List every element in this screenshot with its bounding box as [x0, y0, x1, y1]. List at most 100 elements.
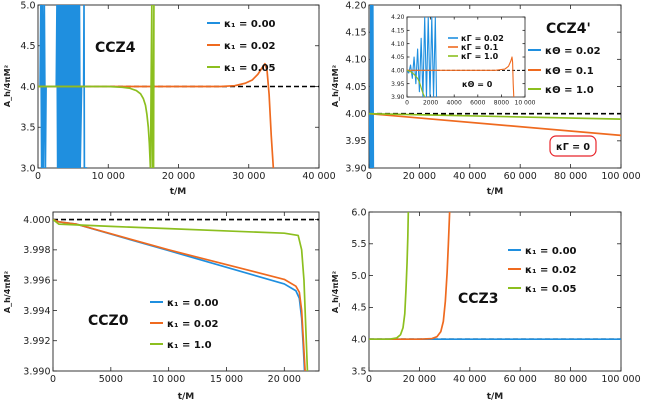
x-tick-label: 40 000: [302, 171, 335, 182]
legend-label: κ₁ = 0.00: [224, 19, 276, 30]
y-tick-label: 4.5: [351, 303, 366, 314]
x-tick-label: 10 000: [515, 100, 536, 107]
x-tick-label: 0: [405, 100, 409, 107]
x-tick-label: 8000: [494, 100, 509, 107]
y-tick-label: 6.0: [351, 207, 366, 218]
x-tick-label: 0: [50, 374, 56, 385]
legend: κΘ = 0.02 κΘ = 0.1 κΘ = 1.0: [528, 46, 601, 96]
series-lines: [369, 212, 621, 341]
legend-label: κ₁ = 0.05: [224, 63, 276, 74]
y-tick-label: 4.10: [391, 41, 405, 48]
x-axis-label: t/M: [178, 392, 195, 402]
legend-label: κΘ = 1.0: [545, 85, 594, 96]
series-lines: [369, 5, 621, 168]
y-tick-label: 3.90: [345, 163, 366, 174]
x-tick-label: 20 000: [403, 171, 436, 182]
y-tick-label: 3.998: [23, 245, 50, 256]
inset-y-ticks: 3.903.954.004.054.104.154.20: [391, 14, 525, 101]
series-lines: [53, 218, 309, 371]
annotation-box: [549, 135, 597, 157]
y-axis-label: A_h/4πM²: [3, 64, 12, 107]
y-tick-label: 3.992: [23, 336, 50, 347]
y-axis-label: A_h/4πM²: [331, 270, 340, 313]
x-tick-label: 100 000: [601, 374, 640, 385]
x-tick-label: 10 000: [152, 374, 185, 385]
y-tick-label: 5.0: [351, 271, 366, 282]
y-tick-label: 4.10: [345, 55, 366, 66]
y-ticks: 3.990 3.992 3.994 3.996 3.998 4.000: [23, 215, 319, 377]
y-tick-label: 4.00: [345, 109, 366, 120]
x-tick-label: 30 000: [232, 171, 265, 182]
series-line: [369, 112, 621, 120]
y-tick-label: 4.15: [391, 27, 405, 34]
x-tick-label: 0: [35, 171, 41, 182]
plot-frame: [52, 211, 320, 372]
y-ticks: 3.5 4.0 4.5 5.0 5.5 6.0: [351, 207, 621, 377]
legend-label: κ₁ = 0.02: [525, 265, 577, 276]
y-tick-label: 5.5: [351, 239, 366, 250]
x-tick-label: 80 000: [554, 374, 587, 385]
y-tick-label: 4.20: [391, 14, 405, 21]
y-tick-label: 4.00: [391, 67, 405, 74]
y-tick-label: 4.05: [391, 54, 405, 61]
x-tick-label: 100 000: [601, 171, 640, 182]
series-lines: [38, 5, 275, 168]
panel-ccz4: 3.0 3.5 4.0 4.5 5.0 0 10 000 20 000 30 000 40 00…: [3, 0, 336, 197]
x-tick-label: 6000: [470, 100, 485, 107]
chart-title: CCZ3: [458, 291, 498, 307]
legend-label: κ₁ = 0.00: [167, 298, 219, 309]
legend-label: κ₁ = 1.0: [167, 340, 212, 351]
y-tick-label: 4.000: [23, 215, 50, 226]
y-tick-label: 3.95: [391, 81, 405, 88]
y-tick-label: 4.0: [20, 82, 35, 93]
y-tick-label: 3.0: [20, 163, 35, 174]
y-axis-label: A_h/4πM²: [3, 270, 12, 313]
x-tick-label: 20 000: [268, 374, 301, 385]
inset-legend: κΓ = 0.02 κΓ = 0.1 κΓ = 1.0: [448, 34, 504, 61]
y-tick-label: 3.5: [351, 366, 366, 377]
series-line: [38, 5, 155, 168]
y-tick-label: 3.996: [23, 275, 50, 286]
legend-label: κ₁ = 0.02: [224, 41, 276, 52]
legend-label: κ₁ = 0.05: [525, 284, 577, 295]
series-line: [38, 62, 275, 168]
series-line: [369, 5, 375, 168]
x-tick-label: 5000: [99, 374, 123, 385]
x-tick-label: 80 000: [554, 171, 587, 182]
legend-label: κ₁ = 0.02: [167, 319, 219, 330]
inset-annotation: κΘ = 0: [462, 80, 493, 89]
x-tick-label: 60 000: [504, 171, 537, 182]
inset-series-lines: [407, 17, 515, 97]
series-line: [53, 218, 309, 371]
y-tick-label: 4.0: [351, 335, 366, 346]
y-tick-label: 3.95: [345, 136, 366, 147]
series-line: [369, 212, 410, 341]
y-tick-label: 3.990: [23, 366, 50, 377]
series-line: [369, 212, 451, 341]
legend: κ₁ = 0.00 κ₁ = 0.02 κ₁ = 1.0: [150, 298, 219, 351]
y-tick-label: 4.20: [345, 0, 366, 11]
x-tick-label: 10 000: [92, 171, 125, 182]
y-tick-label: 5.0: [20, 0, 35, 11]
y-tick-label: 3.994: [23, 306, 50, 317]
series-line: [53, 218, 306, 371]
series-line: [407, 69, 426, 97]
x-tick-label: 20 000: [162, 171, 195, 182]
legend-label: κΓ = 0.02: [461, 34, 504, 43]
chart-title: CCZ0: [88, 313, 129, 329]
y-tick-label: 3.5: [20, 123, 35, 134]
y-tick-label: 4.5: [20, 41, 35, 52]
y-axis-label: A_h/4πM²: [331, 64, 340, 107]
legend-label: κΘ = 0.1: [545, 66, 594, 77]
x-axis-label: t/M: [487, 187, 504, 197]
legend: κ₁ = 0.00 κ₁ = 0.02 κ₁ = 0.05: [508, 246, 577, 295]
x-tick-label: 4000: [447, 100, 462, 107]
chart-title: CCZ4: [95, 40, 136, 56]
annotation: κΓ = 0: [556, 142, 590, 153]
legend-label: κ₁ = 0.00: [525, 246, 577, 257]
